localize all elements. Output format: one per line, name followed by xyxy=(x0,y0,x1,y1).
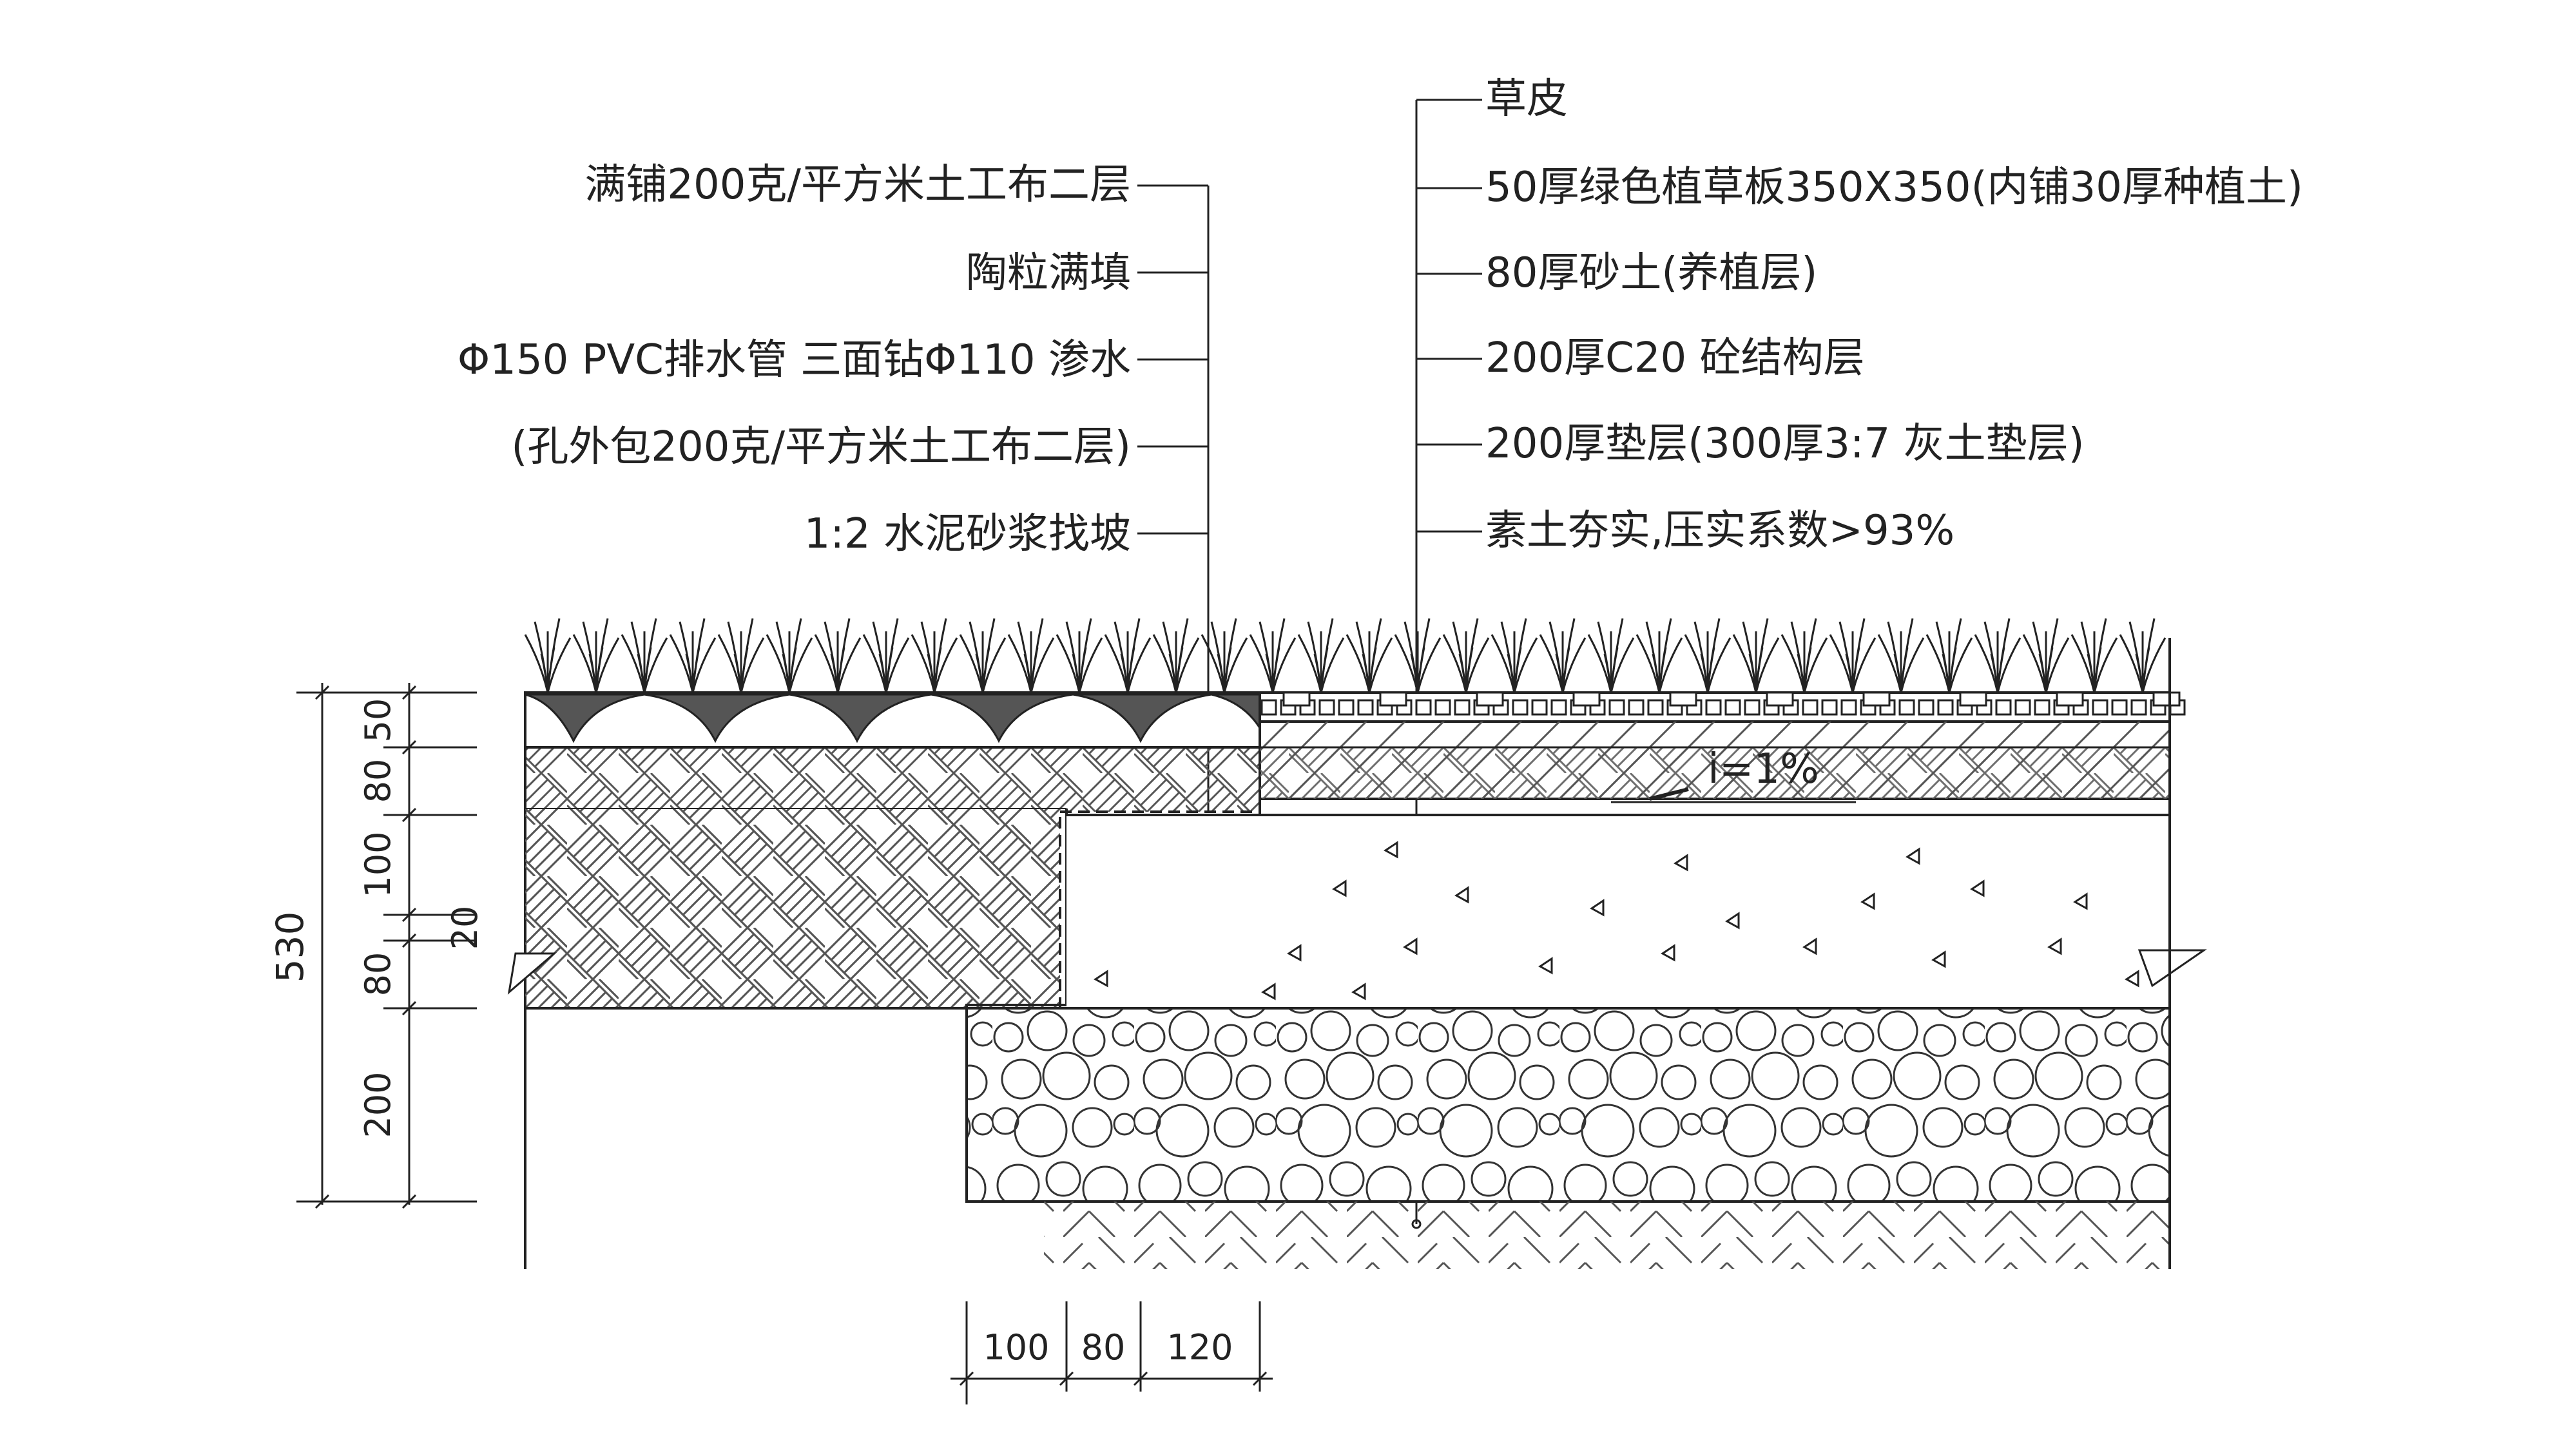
dim-bottom-120: 120 xyxy=(1166,1327,1233,1368)
grass-tuft-icon xyxy=(1636,618,1683,693)
label-concrete-layer: 200厚C20 砼结构层 xyxy=(1485,334,1865,382)
dim-200: 200 xyxy=(358,1071,398,1138)
rammed-soil xyxy=(524,638,2171,1269)
label-sandy-soil: 80厚砂土(养植层) xyxy=(1485,249,1817,297)
grass-tuft-icon xyxy=(1587,618,1635,693)
label-turf: 草皮 xyxy=(1485,75,1568,123)
grass-tuft-icon xyxy=(766,618,813,693)
geotextile-scallops xyxy=(525,693,1261,743)
grass-tuft-icon xyxy=(862,618,910,693)
grass-tuft-icon xyxy=(1684,618,1732,693)
grass-tuft-icon xyxy=(2070,618,2118,693)
grass-tuft-icon xyxy=(669,618,717,693)
grass-tuft-icon xyxy=(1925,618,1973,693)
grass-tuft-icon xyxy=(911,618,958,693)
grass-tuft-icon xyxy=(1539,618,1587,693)
left-labels: 满铺200克/平方米土工布二层 陶粒满填 Φ150 PVC排水管 三面钻Φ110… xyxy=(458,161,1131,558)
right-paver-layer: i=1% xyxy=(1259,691,2186,803)
dim-20: 20 xyxy=(445,906,485,950)
grass-tuft-icon xyxy=(814,618,862,693)
dim-bottom-80: 80 xyxy=(1081,1327,1126,1368)
grass-tuft-icon xyxy=(1152,618,1200,693)
grass-tuft-icon xyxy=(1297,618,1345,693)
grass-tuft-icon xyxy=(1056,618,1103,693)
grass-tuft-icon xyxy=(1007,618,1055,693)
grass-tuft-icon xyxy=(1394,618,1442,693)
dim-100: 100 xyxy=(358,831,398,897)
dim-80b: 80 xyxy=(358,952,398,997)
label-pipe-wrap: (孔外包200克/平方米土工布二层) xyxy=(511,423,1131,471)
label-ceramsite: 陶粒满填 xyxy=(966,249,1131,297)
grass-tuft-icon xyxy=(1877,618,1925,693)
grass-tuft-icon xyxy=(2022,618,2070,693)
grass-row xyxy=(524,618,2166,693)
slope-label: i=1% xyxy=(1708,745,1819,793)
dim-80a: 80 xyxy=(358,759,398,803)
dim-total: 530 xyxy=(268,912,312,983)
label-rammed-soil: 素土夯实,压实系数>93% xyxy=(1485,507,1954,555)
dim-bottom-100: 100 xyxy=(983,1327,1049,1368)
horizontal-dimension-labels: 100 80 120 xyxy=(983,1327,1233,1368)
label-geotextile: 满铺200克/平方米土工布二层 xyxy=(584,161,1131,209)
grass-tuft-icon xyxy=(1780,618,1828,693)
label-pvc-drain-pipe: Φ150 PVC排水管 三面钻Φ110 渗水 xyxy=(458,336,1131,384)
grass-tuft-icon xyxy=(717,618,765,693)
grass-tuft-icon xyxy=(1201,618,1248,693)
grass-tuft-icon xyxy=(1104,618,1152,693)
grass-tuft-icon xyxy=(1249,618,1297,693)
grass-tuft-icon xyxy=(1346,618,1393,693)
grass-tuft-icon xyxy=(572,618,620,693)
gravel-cushion-layer xyxy=(965,1007,2171,1203)
grass-tuft-icon xyxy=(1732,618,1780,693)
vertical-dimension-labels: 530 50 80 100 20 80 200 xyxy=(268,698,485,1138)
grass-tuft-icon xyxy=(1829,618,1877,693)
grass-tuft-icon xyxy=(621,618,668,693)
right-labels: 草皮 50厚绿色植草板350X350(内铺30厚种植土) 80厚砂土(养植层) … xyxy=(1485,75,2303,555)
grass-tuft-icon xyxy=(1974,618,2021,693)
label-cushion-layer: 200厚垫层(300厚3:7 灰土垫层) xyxy=(1485,420,2085,468)
dim-50: 50 xyxy=(358,698,398,743)
grass-tuft-icon xyxy=(2119,618,2166,693)
label-cement-mortar: 1:2 水泥砂浆找坡 xyxy=(804,510,1131,558)
label-grass-paver: 50厚绿色植草板350X350(内铺30厚种植土) xyxy=(1485,164,2303,211)
horizontal-dimensions xyxy=(950,1301,1273,1404)
grass-tuft-icon xyxy=(1442,618,1490,693)
concrete-layer xyxy=(965,809,2207,1010)
grass-tuft-icon xyxy=(1491,618,1538,693)
grass-tuft-icon xyxy=(524,618,572,693)
grass-tuft-icon xyxy=(959,618,1007,693)
vertical-dimensions xyxy=(296,683,477,1209)
